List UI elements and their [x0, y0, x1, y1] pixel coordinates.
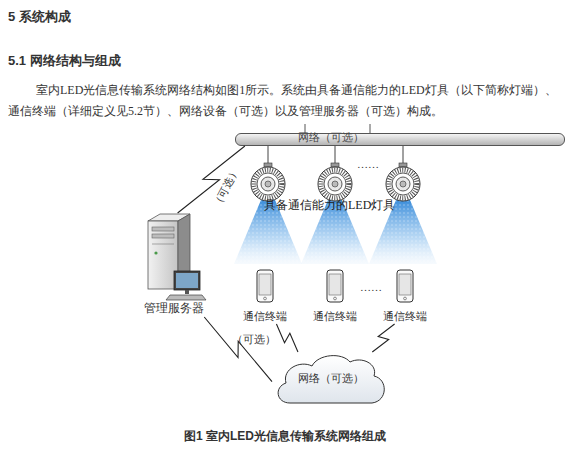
server-front — [148, 221, 178, 289]
panel-line — [152, 244, 174, 245]
edge-label: （可选） — [211, 165, 243, 210]
network-stub — [370, 124, 371, 133]
led-lamp — [251, 146, 285, 201]
network-bar: 网络（可选） — [235, 133, 565, 146]
drive-slot — [152, 234, 174, 238]
phone-button — [404, 297, 407, 300]
lightning-link — [276, 324, 298, 352]
phone-body — [397, 270, 413, 302]
terminal-node: 通信终端 — [239, 268, 291, 324]
ellipsis: …… — [360, 281, 382, 294]
network-cloud: 网络（可选） — [272, 352, 390, 406]
subsection-heading: 5.1 网络结构与组成 — [8, 53, 121, 69]
phone-screen — [259, 274, 271, 295]
phone-icon — [379, 268, 431, 308]
lamp-label: 具备通信能力的LED灯具 — [264, 198, 395, 212]
led-lamp — [318, 146, 352, 201]
node-label: 网络（可选） — [298, 132, 364, 145]
led-lamp — [386, 146, 420, 201]
phone-body — [327, 270, 343, 302]
node-label: 通信终端 — [303, 310, 367, 323]
power-light — [154, 251, 157, 254]
phone-screen — [399, 274, 411, 295]
edge-label: （可选） — [232, 334, 276, 347]
node-label: 网络（可选） — [272, 373, 390, 386]
phone-icon — [309, 268, 361, 308]
node-label: 通信终端 — [233, 310, 297, 323]
drive-slot — [152, 227, 174, 231]
monitor-screen — [176, 273, 198, 288]
phone-screen — [329, 274, 341, 295]
phone-icon — [239, 268, 291, 308]
ellipsis: …… — [357, 158, 379, 171]
node-label: 通信终端 — [373, 310, 437, 323]
body-paragraph: 室内LED光信息传输系统网络结构如图1所示。系统由具备通信能力的LED灯具（以下… — [8, 80, 564, 122]
figure-caption: 图1 室内LED光信息传输系统网络组成 — [0, 429, 570, 443]
server-node: 管理服务器 — [138, 213, 210, 317]
lightning-link — [372, 324, 394, 352]
phone-button — [264, 297, 267, 300]
section-heading: 5 系统构成 — [8, 9, 71, 25]
phone-button — [334, 297, 337, 300]
network-stub — [305, 124, 306, 133]
server-icon — [138, 213, 210, 301]
terminal-node: 通信终端 — [379, 268, 431, 324]
node-label: 管理服务器 — [128, 302, 220, 316]
lightning-link — [204, 317, 272, 382]
keyboard — [166, 295, 206, 300]
lightning-link — [178, 146, 245, 213]
terminal-node: 通信终端 — [309, 268, 361, 324]
monitor — [174, 271, 200, 290]
monitor-stand — [185, 290, 189, 294]
phone-body — [257, 270, 273, 302]
